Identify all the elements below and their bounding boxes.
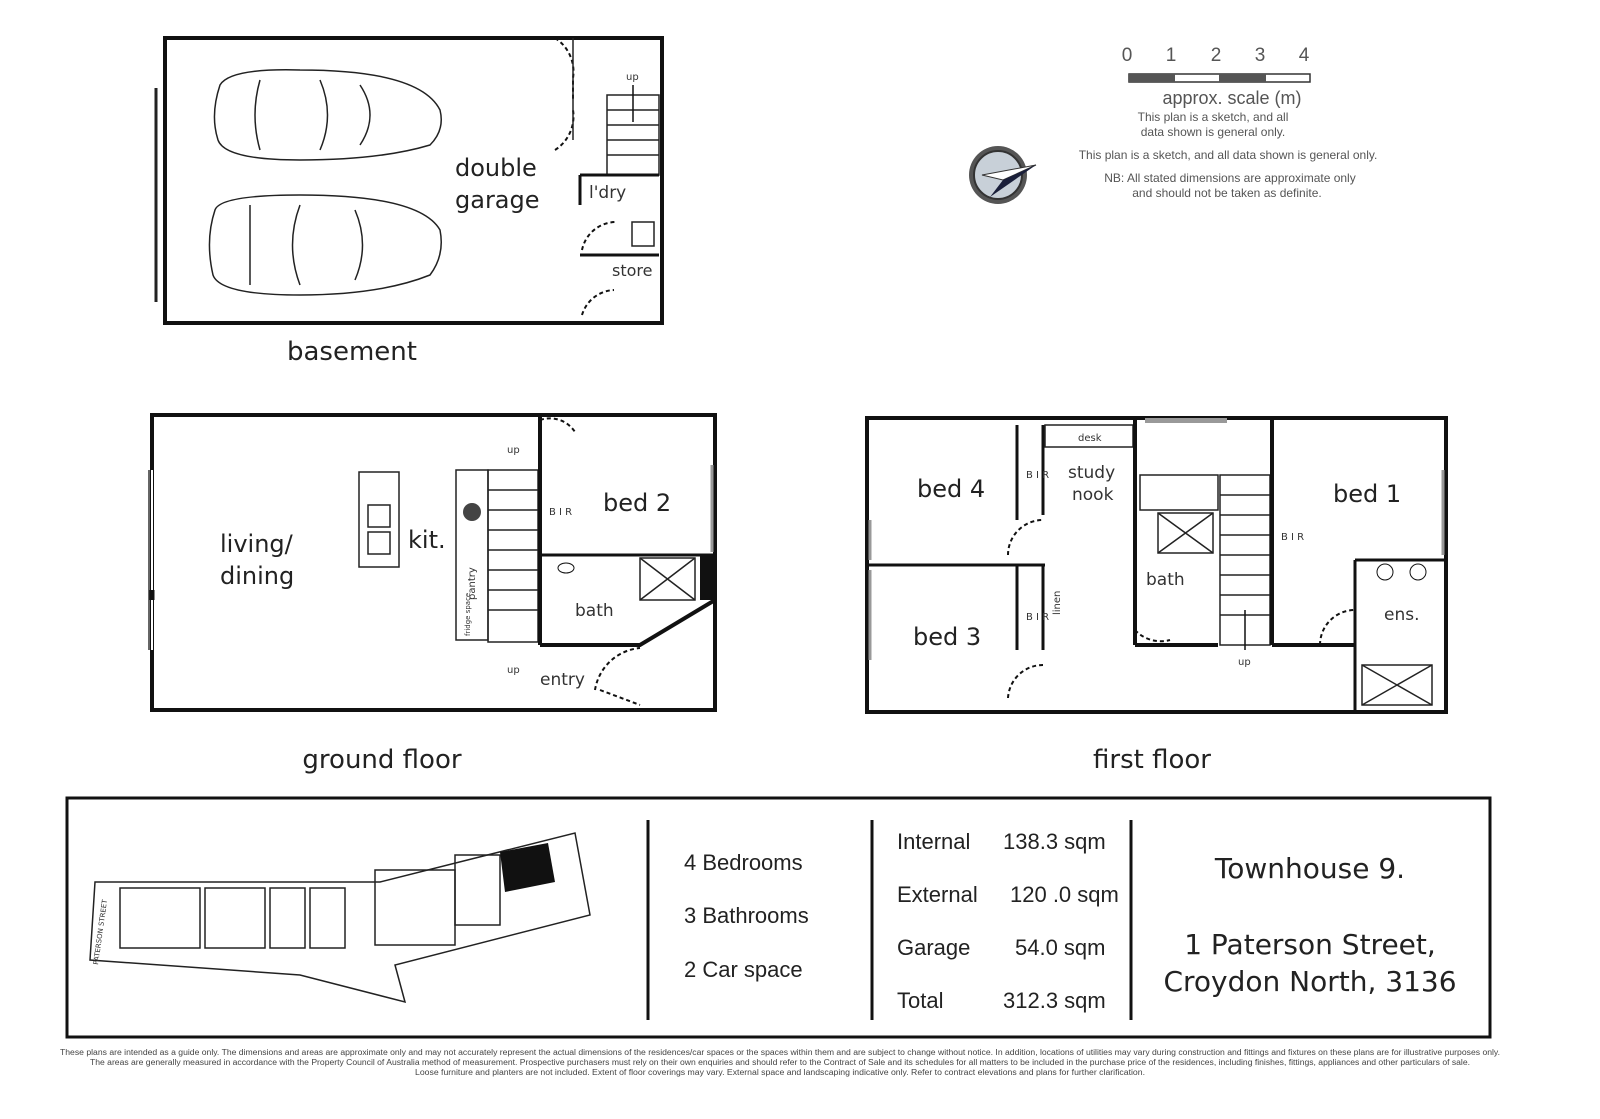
room-label: entry <box>540 670 585 690</box>
scale-tick: 2 <box>1211 45 1222 66</box>
room-label: living/ <box>220 530 294 558</box>
info-panel: PATERSON STREET 4 Bedrooms 3 Bathrooms 2… <box>65 796 1492 1039</box>
bir-label: B I R <box>1026 470 1049 481</box>
stair-up-label: up <box>626 72 639 83</box>
fridge-label: fridge space <box>464 593 472 636</box>
nb-note: and should not be taken as definite. <box>1132 186 1321 200</box>
site-plan: PATERSON STREET <box>89 832 591 1004</box>
room-label: kit. <box>408 526 446 554</box>
scale-tick: 0 <box>1122 45 1133 66</box>
disclaimer-line: The areas are generally measured in acco… <box>90 1058 1470 1067</box>
north-arrow-icon <box>969 146 1037 204</box>
scale-note: data shown is general only. <box>1141 125 1286 139</box>
room-label: bath <box>1146 570 1185 590</box>
ground-floor-title: ground floor <box>302 745 461 775</box>
scale-tick: 3 <box>1255 45 1266 66</box>
first-floor-title: first floor <box>1093 745 1211 775</box>
scale-tick: 1 <box>1166 45 1177 66</box>
desk-label: desk <box>1078 433 1102 444</box>
bir-label: B I R <box>1026 612 1049 623</box>
street-label: PATERSON STREET <box>92 898 109 965</box>
disclaimer: These plans are intended as a guide only… <box>60 1048 1500 1077</box>
area-value: 138.3 sqm <box>1003 829 1106 854</box>
scale-label: approx. scale (m) <box>1162 88 1301 108</box>
bedrooms-count: 4 Bedrooms <box>684 850 803 875</box>
room-label: bath <box>575 601 614 621</box>
property-name: Townhouse 9. <box>1214 852 1405 885</box>
car-icon <box>213 69 442 161</box>
room-label: dining <box>220 562 294 590</box>
area-value: 312.3 sqm <box>1003 988 1106 1013</box>
disclaimer-line: These plans are intended as a guide only… <box>60 1048 1500 1057</box>
room-label: study <box>1068 463 1115 483</box>
basement-title: basement <box>287 337 417 367</box>
room-label: garage <box>455 186 540 214</box>
room-label: l'dry <box>589 183 626 203</box>
property-address: 1 Paterson Street, <box>1184 928 1436 961</box>
property-address: Croydon North, 3136 <box>1163 965 1456 998</box>
disclaimer-line: Loose furniture and planters are not inc… <box>415 1068 1145 1077</box>
car-icon <box>208 194 442 296</box>
car-space-count: 2 Car space <box>684 957 803 982</box>
scale-tick: 4 <box>1299 45 1310 66</box>
ground-floor-plan: up up B I R pantry fridge space living/ … <box>148 413 717 712</box>
bir-label: B I R <box>1281 532 1304 543</box>
scale-bar: 0 1 2 3 4 approx. scale (m) This plan is… <box>1079 45 1378 200</box>
basement-plan: up double garage l'dry store <box>154 36 664 325</box>
room-label: bed 4 <box>917 475 985 503</box>
first-floor-plan: up desk B I R B I R B I R linen bed 4 be… <box>865 416 1448 714</box>
area-value: 54.0 sqm <box>1015 935 1106 960</box>
room-label: bed 1 <box>1333 480 1401 508</box>
room-label: double <box>455 154 537 182</box>
area-value: 120 .0 sqm <box>1010 882 1119 907</box>
stair-up-label: up <box>507 445 520 456</box>
area-label: Total <box>897 988 943 1013</box>
pantry-label: pantry <box>467 567 478 600</box>
room-label: ens. <box>1384 605 1420 625</box>
stair-up-label: up <box>1238 657 1251 668</box>
room-label: bed 3 <box>913 623 981 651</box>
bir-label: B I R <box>549 507 572 518</box>
area-label: Internal <box>897 829 970 854</box>
nb-note: NB: All stated dimensions are approximat… <box>1104 171 1355 185</box>
room-label: store <box>612 261 652 280</box>
linen-label: linen <box>1052 591 1063 615</box>
room-label: bed 2 <box>603 489 671 517</box>
area-label: Garage <box>897 935 970 960</box>
room-label: nook <box>1072 485 1114 505</box>
scale-note: This plan is a sketch, and all <box>1138 110 1289 124</box>
area-label: External <box>897 882 978 907</box>
sketch-note: This plan is a sketch, and all data show… <box>1079 148 1378 162</box>
stair-up-label: up <box>507 665 520 676</box>
bathrooms-count: 3 Bathrooms <box>684 903 809 928</box>
